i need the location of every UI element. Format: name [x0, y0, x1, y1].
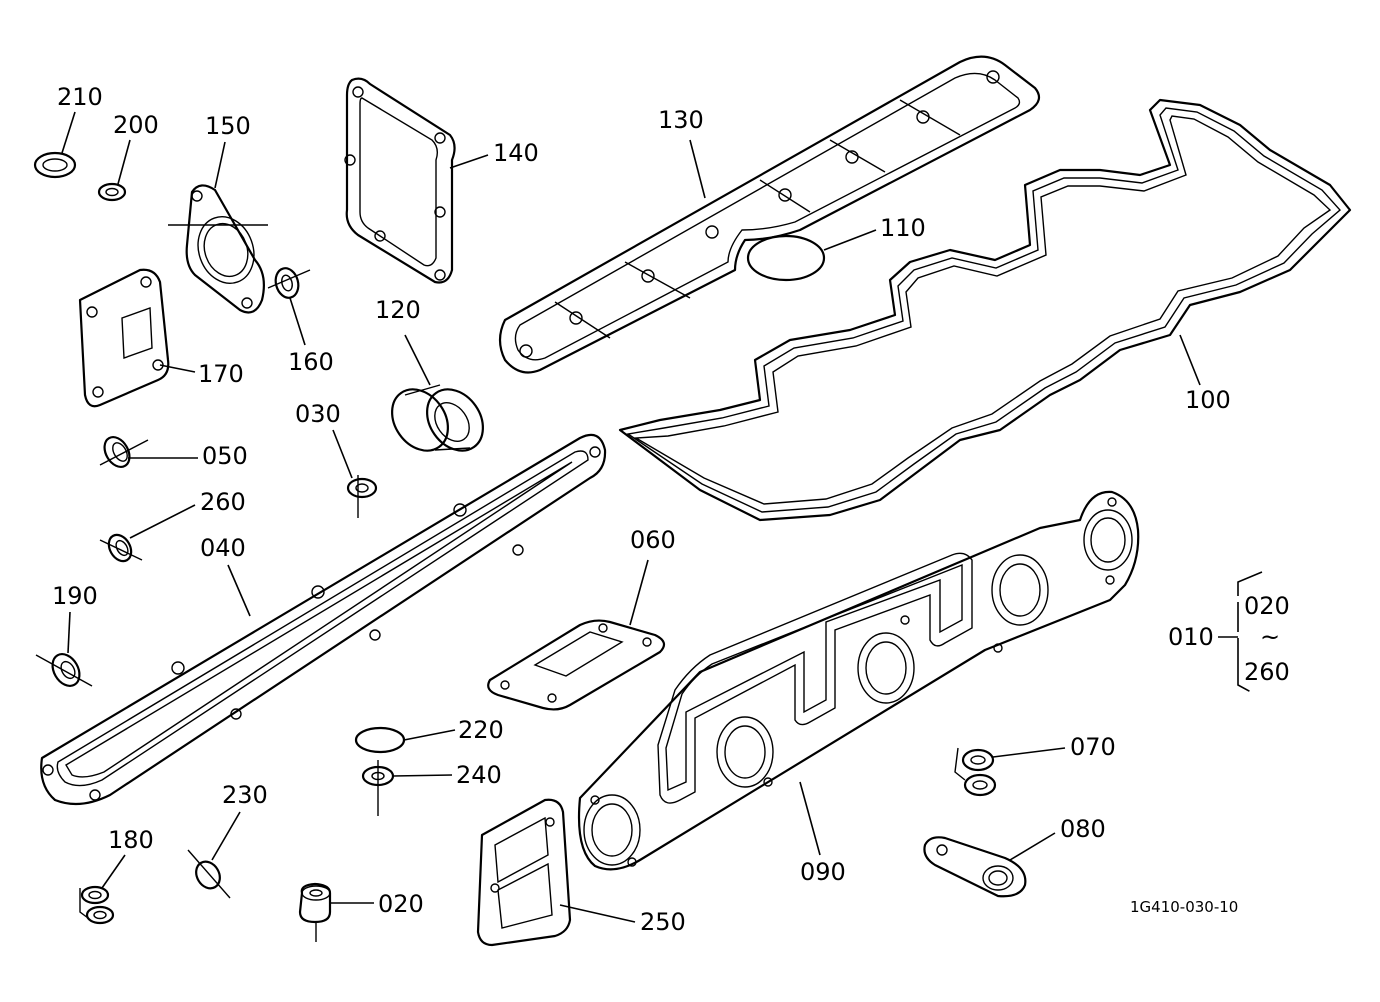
leader-090 — [799, 781, 821, 856]
label-170: 170 — [198, 360, 244, 388]
leader-120 — [404, 334, 431, 386]
leader-170 — [159, 364, 196, 373]
leader-230 — [211, 811, 241, 861]
part-230-o-ring — [187, 849, 231, 899]
leader-040 — [227, 564, 251, 617]
part-110-o-ring — [746, 234, 826, 282]
part-050-seal — [99, 435, 149, 469]
label-230: 230 — [222, 781, 268, 809]
range-separator: ~ — [1260, 623, 1280, 651]
drawing-reference: 1G410-030-10 — [1130, 898, 1238, 916]
part-160-washer — [267, 267, 311, 299]
label-060: 060 — [630, 526, 676, 554]
label-200: 200 — [113, 111, 159, 139]
label-080: 080 — [1060, 815, 1106, 843]
label-260: 260 — [200, 488, 246, 516]
label-160: 160 — [288, 348, 334, 376]
label-090: 090 — [800, 858, 846, 886]
part-260-seal — [99, 533, 143, 563]
part-210-washer — [33, 151, 77, 179]
part-130-gasket — [498, 55, 1041, 374]
label-250: 250 — [640, 908, 686, 936]
part-030-seal-ring — [346, 475, 378, 518]
label-180: 180 — [108, 826, 154, 854]
leader-080 — [1009, 832, 1056, 861]
part-190-seal — [35, 653, 93, 687]
leader-220 — [403, 729, 456, 741]
part-090-manifold-gasket — [577, 490, 1140, 871]
leader-140 — [449, 154, 489, 169]
label-240: 240 — [456, 761, 502, 789]
leader-070 — [992, 747, 1066, 758]
label-150: 150 — [205, 112, 251, 140]
label-120: 120 — [375, 296, 421, 324]
leader-260 — [129, 504, 196, 539]
leader-200 — [117, 139, 131, 185]
part-200-washer — [97, 182, 127, 202]
leader-100 — [1179, 334, 1201, 386]
label-110: 110 — [880, 214, 926, 242]
part-140-gasket — [344, 77, 456, 284]
label-030: 030 — [295, 400, 341, 428]
label-220: 220 — [458, 716, 504, 744]
label-040: 040 — [200, 534, 246, 562]
part-170-gasket — [78, 268, 170, 408]
label-210: 210 — [57, 83, 103, 111]
label-010: 010 — [1168, 623, 1214, 651]
label-020: 020 — [378, 890, 424, 918]
leader-160 — [289, 297, 306, 346]
label-140: 140 — [493, 139, 539, 167]
kit-010-bracket: 010 020 ~ 260 — [1168, 571, 1290, 699]
part-150-gasket — [168, 184, 268, 314]
part-180-seal — [79, 885, 115, 925]
label-260-range-end: 260 — [1244, 658, 1290, 686]
leader-180 — [101, 854, 126, 889]
leader-150 — [214, 141, 226, 189]
label-050: 050 — [202, 442, 248, 470]
label-130: 130 — [658, 106, 704, 134]
part-220-o-ring — [354, 726, 406, 754]
leader-130 — [689, 139, 706, 199]
part-040-gasket — [40, 433, 607, 806]
part-240-washer — [361, 760, 395, 816]
part-020-valve-stem-seal — [298, 882, 332, 942]
part-060-gasket — [487, 619, 666, 711]
label-070: 070 — [1070, 733, 1116, 761]
part-100-head-cover-gasket — [618, 98, 1352, 522]
leader-190 — [67, 611, 71, 654]
part-120-oil-seal — [391, 384, 484, 452]
leader-110 — [823, 229, 877, 251]
part-250-gasket — [476, 798, 572, 947]
part-080-gasket — [923, 836, 1027, 898]
part-070-seal — [954, 747, 997, 797]
leader-250 — [559, 904, 636, 923]
label-190: 190 — [52, 582, 98, 610]
leader-060 — [629, 559, 649, 626]
label-100: 100 — [1185, 386, 1231, 414]
label-020-range-start: 020 — [1244, 592, 1290, 620]
leader-210 — [61, 111, 76, 154]
leader-030 — [332, 429, 353, 479]
leader-240 — [392, 774, 453, 777]
